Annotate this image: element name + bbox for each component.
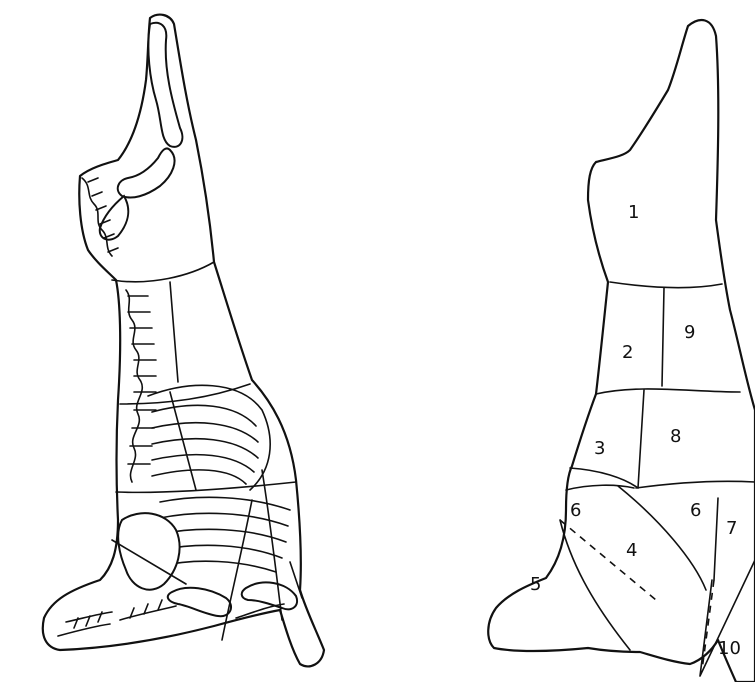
boundary-6-7	[714, 498, 718, 580]
label-region-4: 4	[626, 540, 637, 561]
label-region-10: 10	[718, 638, 741, 659]
label-region-2: 2	[622, 342, 633, 363]
label-region-6-left: 6	[570, 500, 581, 521]
carcass-outline-left	[43, 15, 324, 667]
tibia-bone	[242, 582, 297, 609]
upper-divider	[170, 282, 178, 382]
femur-bone	[168, 588, 231, 616]
shank-bones	[58, 604, 284, 636]
boundary-2-9	[662, 288, 664, 386]
region-labels: 1 2 9 3 8 6 6 7 4 5 10	[530, 202, 741, 659]
boundary-2-3	[596, 389, 740, 394]
pelvis-bone	[118, 513, 179, 590]
label-region-9: 9	[684, 322, 695, 343]
label-region-8: 8	[670, 426, 681, 447]
label-region-6-right: 6	[690, 500, 701, 521]
label-region-3: 3	[594, 438, 605, 459]
boundary-3-8	[638, 390, 644, 488]
neck-crossline	[112, 262, 214, 282]
humerus-bone	[118, 148, 175, 197]
spine-vertebrae	[126, 290, 142, 482]
boundary-8-6	[636, 481, 755, 488]
boundary-1-2	[610, 282, 722, 288]
label-region-7: 7	[726, 518, 737, 539]
mid-crossline	[116, 482, 296, 492]
label-region-5: 5	[530, 574, 541, 595]
label-region-1: 1	[628, 202, 639, 223]
boundary-4-5	[560, 520, 630, 650]
boundary-3-4b	[566, 485, 634, 490]
skeleton-drawing	[43, 15, 324, 667]
